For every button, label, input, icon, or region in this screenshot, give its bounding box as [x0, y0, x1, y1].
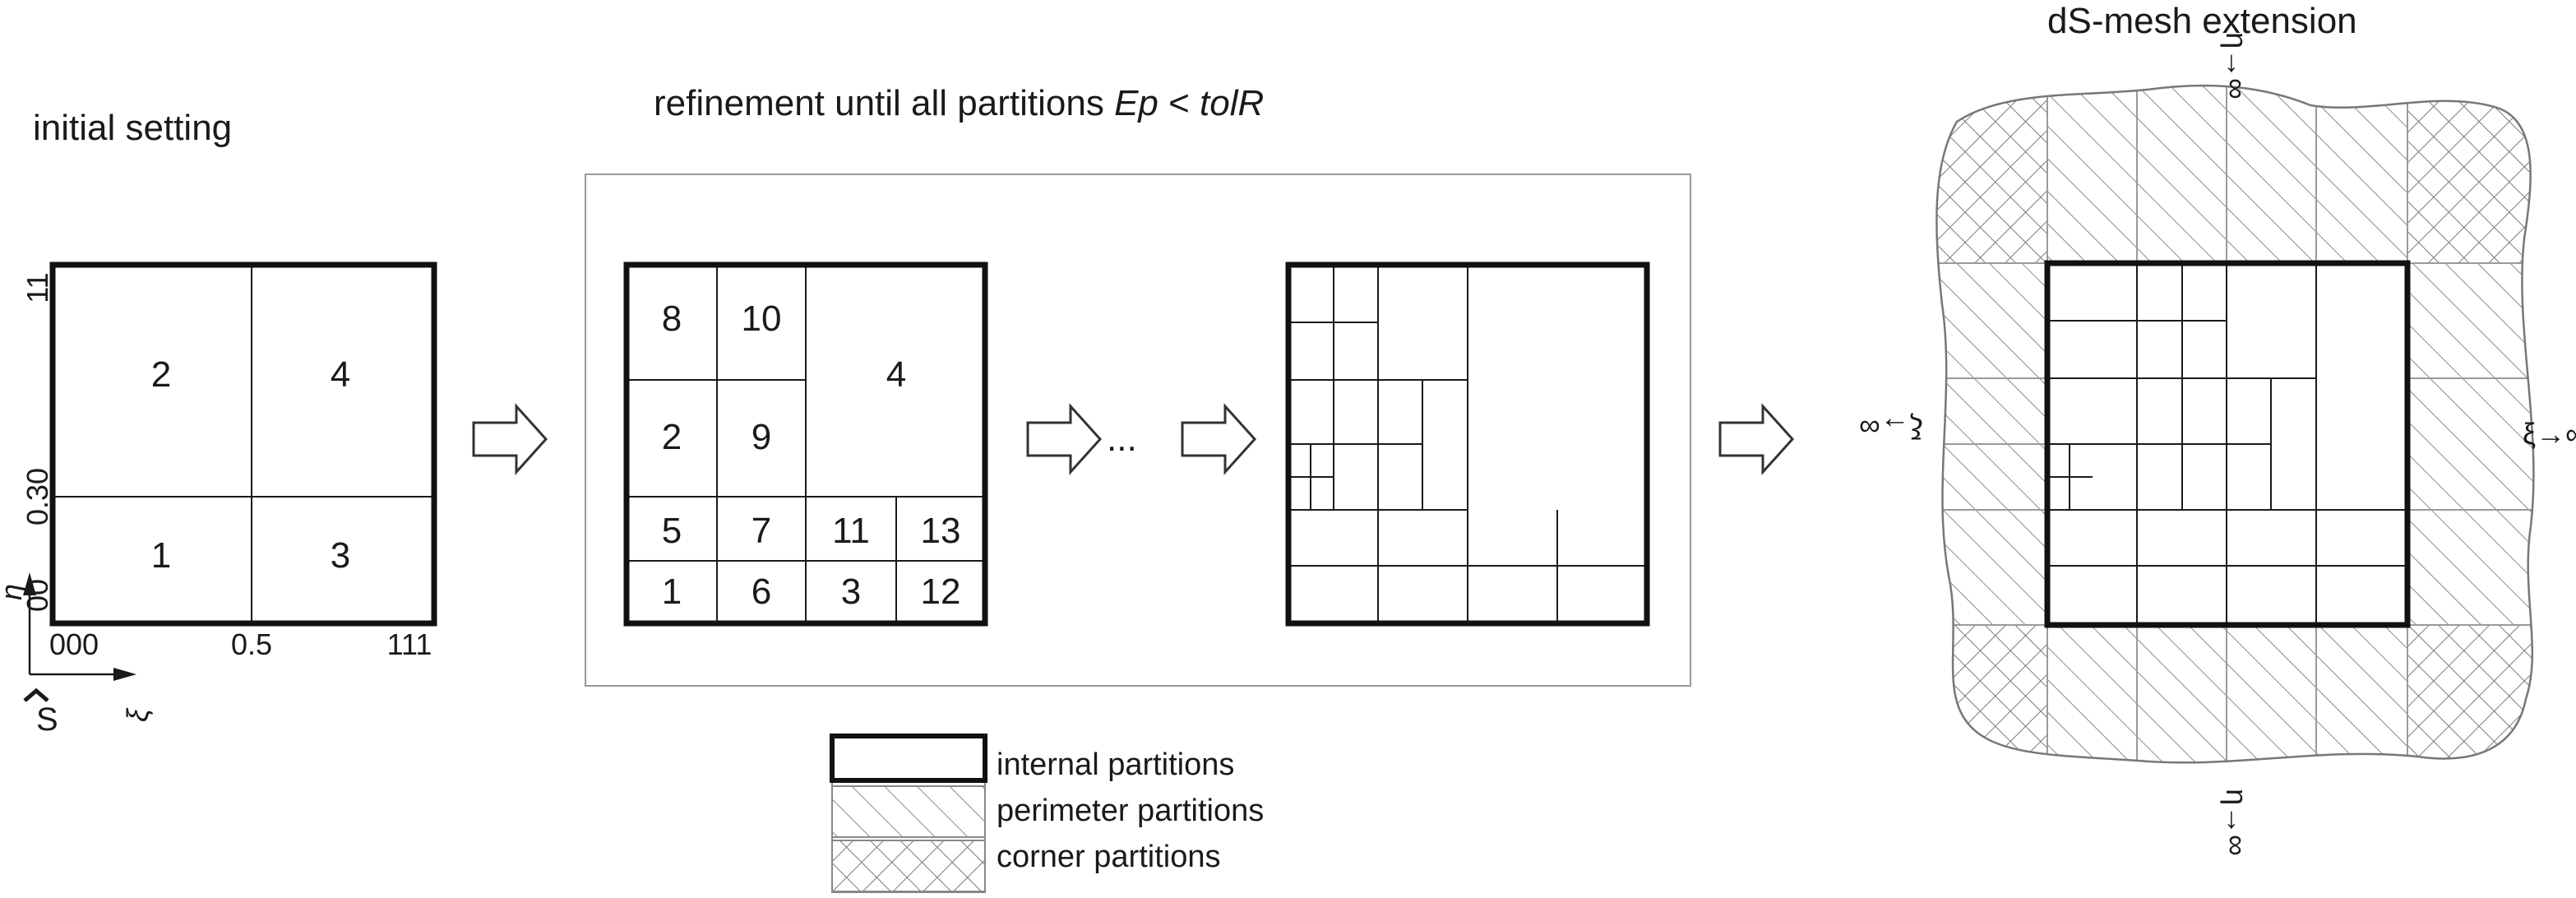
- y-tick-label: 11: [21, 272, 54, 303]
- refined-cell-label: 3: [841, 572, 861, 612]
- initial-cell-label: 1: [151, 535, 171, 576]
- x-tick-label: 0.5: [231, 627, 272, 661]
- extension-label-right: ξ→∞: [2523, 417, 2576, 451]
- refined-cell-label: 9: [752, 417, 771, 457]
- flow-arrow: [1026, 403, 1103, 475]
- initial-cell-label: 3: [331, 535, 350, 576]
- extension-diagram: η→∞ η→∞ ξ→∞ ξ→∞: [1859, 32, 2576, 856]
- ellipsis: ...: [1107, 419, 1137, 459]
- flow-arrow: [1181, 403, 1257, 475]
- refined-grid: 8 10 4 2 9 5 7 11 13 1 6 3 12: [623, 262, 988, 627]
- refined-cell-label: 5: [662, 511, 682, 551]
- x-tick-label: 111: [387, 627, 432, 661]
- caption-initial-setting: initial setting: [33, 108, 232, 148]
- refined-cell-label: 7: [752, 511, 771, 551]
- refined-cell-label: 6: [752, 572, 771, 612]
- xi-axis-label: ξ: [121, 707, 155, 722]
- extension-label-bottom: η→∞: [2220, 789, 2254, 856]
- final-refined-grid: [1285, 262, 1650, 627]
- refined-cell-label: 4: [886, 354, 906, 395]
- legend-perimeter: perimeter partitions: [997, 794, 1264, 828]
- extension-label-top: η→∞: [2220, 32, 2254, 100]
- initial-cell-label: 2: [151, 354, 171, 395]
- flow-arrow: [1718, 403, 1795, 475]
- refined-cell-label: 8: [662, 299, 682, 339]
- x-tick-label: 000: [49, 627, 99, 661]
- refined-cell-label: 2: [662, 417, 682, 457]
- initial-grid: 2 4 1 3 000 0.5 111 00 0.30 11 η ξ S: [0, 262, 437, 738]
- legend-internal: internal partitions: [997, 748, 1234, 782]
- legend-corner: corner partitions: [997, 840, 1220, 874]
- extension-label-left: ξ→∞: [1859, 411, 1923, 445]
- caption-extension: dS-mesh extension: [2047, 1, 2357, 41]
- refined-cell-label: 10: [742, 299, 782, 339]
- caption-refinement: refinement until all partitions Ep < tol…: [654, 83, 1264, 123]
- refined-cell-label: 12: [921, 572, 961, 612]
- s-hat-label: S: [36, 701, 58, 738]
- eta-axis-label: η: [0, 584, 28, 600]
- legend: internal partitions perimeter partitions…: [830, 734, 1264, 893]
- flow-arrow: [472, 403, 548, 475]
- refined-cell-label: 13: [921, 511, 961, 551]
- y-tick-label: 0.30: [21, 468, 54, 525]
- refinement-frame: [585, 174, 1691, 687]
- refined-cell-label: 1: [662, 572, 682, 612]
- initial-cell-label: 4: [331, 354, 350, 395]
- refined-cell-label: 11: [832, 511, 870, 551]
